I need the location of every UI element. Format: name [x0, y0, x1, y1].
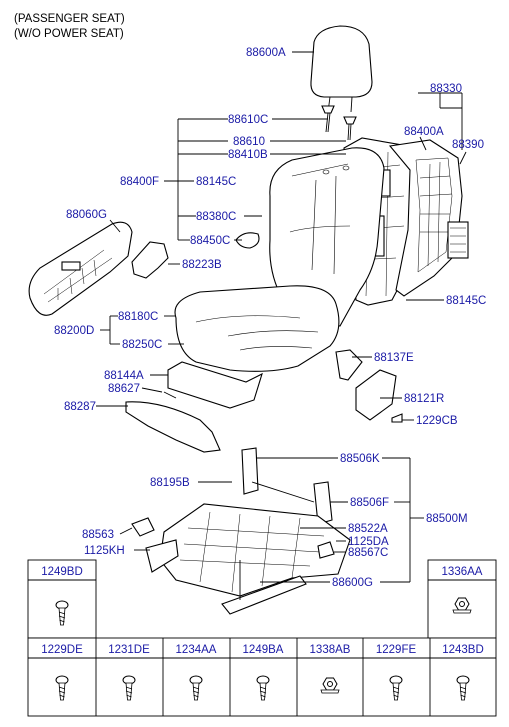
callout-88121R: 88121R [404, 393, 444, 405]
fastener-code-1229FE: 1229FE [376, 644, 417, 656]
callout-88380C: 88380C [196, 211, 236, 223]
headrest-guides [321, 105, 357, 141]
callout-88060G: 88060G [66, 209, 107, 221]
seat-cushion [174, 285, 340, 372]
callout-88180C: 88180C [118, 311, 158, 323]
fastener-code-1231DE: 1231DE [108, 644, 150, 656]
header-line-1: (PASSENGER SEAT) [14, 13, 125, 25]
callout-88610: 88610 [233, 136, 265, 148]
seatback-back-panel [388, 139, 469, 297]
callout-88330: 88330 [430, 83, 462, 95]
screw-icon [189, 675, 203, 701]
callout-88400A: 88400A [404, 126, 444, 138]
nut-icon [320, 677, 340, 694]
callout-88390: 88390 [452, 139, 484, 151]
callout-88137E: 88137E [374, 352, 414, 364]
callout-88600A: 88600A [246, 47, 286, 59]
callout-88195B: 88195B [150, 477, 190, 489]
track-nut [317, 541, 335, 559]
callout-88563: 88563 [82, 529, 114, 541]
screw-icon [122, 675, 136, 701]
callout-1125KH: 1125KH [84, 545, 125, 557]
callout-88250C: 88250C [122, 339, 162, 351]
screw-icon [389, 675, 403, 701]
callout-88410B: 88410B [228, 149, 268, 161]
screw-icon [256, 675, 270, 701]
callout-88500M: 88500M [426, 513, 468, 525]
callout-1125DA: 1125DA [348, 536, 389, 548]
side-shield-left [28, 221, 133, 316]
callout-88610C: 88610C [228, 114, 268, 126]
callout-1229CB: 1229CB [416, 415, 458, 427]
headrest [310, 25, 373, 113]
callout-88144A: 88144A [104, 370, 144, 382]
callout-88223B: 88223B [182, 259, 222, 271]
callout-88506F: 88506F [350, 497, 389, 509]
track-cover [131, 517, 155, 537]
seat-track-assembly [145, 447, 351, 615]
callout-88287: 88287 [64, 401, 96, 413]
callout-88200D: 88200D [54, 325, 94, 337]
fastener-code-1249BD: 1249BD [41, 566, 83, 578]
callout-88567C: 88567C [348, 547, 388, 559]
side-cover-right [355, 369, 397, 421]
seatback-cushion [269, 147, 385, 327]
screw-icon [55, 675, 69, 701]
fastener-code-1336AA: 1336AA [442, 566, 483, 578]
recliner-cover [131, 241, 169, 279]
leader-lines [96, 51, 467, 583]
header-line-2: (W/O POWER SEAT) [14, 28, 124, 40]
callout-88145C-upper: 88145C [196, 176, 236, 188]
callout-88400F: 88400F [120, 176, 159, 188]
callout-88506K: 88506K [340, 453, 380, 465]
bolt-icon [55, 600, 69, 626]
nut-icon [452, 597, 472, 614]
lumbar-pad [235, 232, 260, 249]
seat-front-trim [125, 401, 221, 453]
fastener-code-1234AA: 1234AA [176, 644, 217, 656]
wire-clip [163, 391, 177, 399]
recliner-lever [335, 349, 363, 381]
seat-cushion-base [167, 361, 263, 409]
fastener-code-1338AB: 1338AB [310, 644, 351, 656]
callout-88627: 88627 [108, 383, 140, 395]
fastener-code-1243BD: 1243BD [442, 644, 484, 656]
callout-88522A: 88522A [348, 523, 388, 535]
fastener-code-1229DE: 1229DE [41, 644, 83, 656]
callout-88145C-lower: 88145C [446, 295, 486, 307]
screw-1229cb [391, 413, 403, 423]
screw-icon [456, 675, 470, 701]
fastener-code-1249BA: 1249BA [243, 644, 284, 656]
callout-88450C: 88450C [190, 235, 230, 247]
callout-88600G: 88600G [332, 577, 373, 589]
